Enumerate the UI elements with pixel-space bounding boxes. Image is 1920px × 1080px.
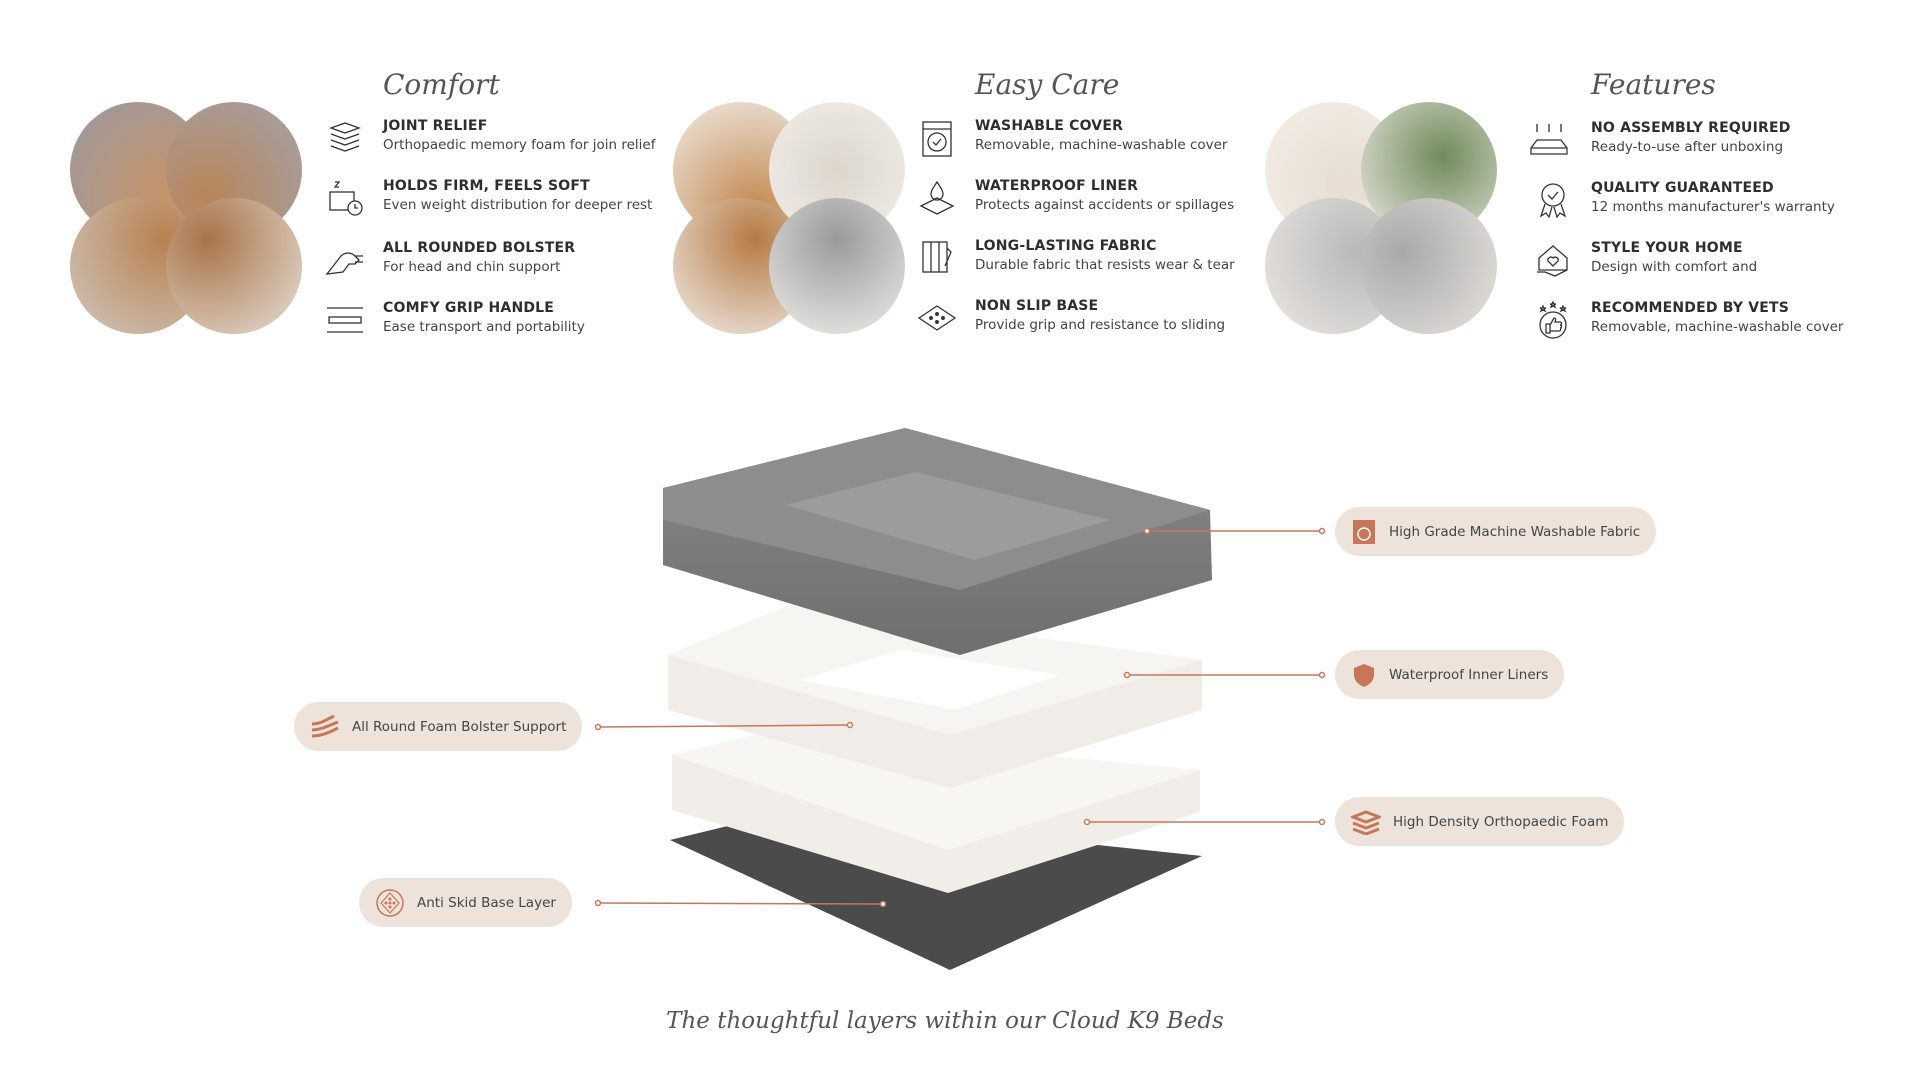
photo-bed-in-living-room <box>1265 102 1497 334</box>
feature-waterproof-liner: WATERPROOF LINER Protects against acciden… <box>919 178 1305 228</box>
feature-desc: Removable, machine-washable cover <box>975 137 1228 153</box>
feature-style-home: STYLE YOUR HOME Design with comfort and <box>1537 240 1920 290</box>
feature-holds-firm: HOLDS FIRM, FEELS SOFT Even weight distri… <box>329 178 713 228</box>
features-title: Features <box>1591 68 1716 101</box>
label-waterproof-liners: Waterproof Inner Liners <box>1335 650 1565 699</box>
non-slip-base-icon <box>917 305 957 331</box>
sleep-pillow-clock-icon <box>329 181 363 216</box>
feature-title: NON SLIP BASE <box>975 298 1099 314</box>
feature-title: WASHABLE COVER <box>975 118 1124 134</box>
feature-long-lasting-fabric: LONG-LASTING FABRIC Durable fabric that r… <box>922 238 1305 288</box>
foam-layers-icon <box>329 122 361 152</box>
feature-title: RECOMMENDED BY VETS <box>1591 300 1790 316</box>
label-text: Anti Skid Base Layer <box>417 894 556 911</box>
feature-desc: Protects against accidents or spillages <box>975 197 1235 213</box>
feature-joint-relief: JOINT RELIEF Orthopaedic memory foam for … <box>329 118 713 168</box>
feature-no-assembly: NO ASSEMBLY REQUIRED Ready-to-use after u… <box>1530 120 1920 170</box>
feature-title: JOINT RELIEF <box>383 118 488 134</box>
thumbs-up-stars-icon <box>1539 300 1567 339</box>
feature-recommended-vets: RECOMMENDED BY VETS Removable, machine-wa… <box>1539 300 1920 350</box>
feature-desc: Orthopaedic memory foam for join relief <box>383 137 656 153</box>
feature-title: NO ASSEMBLY REQUIRED <box>1591 120 1791 136</box>
feature-washable-cover: WASHABLE COVER Removable, machine-washabl… <box>922 118 1305 168</box>
label-machine-washable-fabric: High Grade Machine Washable Fabric <box>1335 507 1657 556</box>
feature-desc: Durable fabric that resists wear & tear <box>975 257 1235 273</box>
anti-skid-icon <box>376 888 404 917</box>
feature-desc: Provide grip and resistance to sliding <box>975 317 1226 333</box>
washing-machine-icon <box>1353 519 1375 544</box>
caption: The thoughtful layers within our Cloud K… <box>666 1008 1224 1034</box>
photo-dog-on-bed <box>70 102 302 334</box>
feature-non-slip-base: NON SLIP BASE Provide grip and resistance… <box>917 298 1305 348</box>
label-text: Waterproof Inner Liners <box>1389 666 1549 683</box>
label-foam-bolster: All Round Foam Bolster Support <box>294 702 583 751</box>
label-text: All Round Foam Bolster Support <box>352 718 567 735</box>
home-heart-icon <box>1537 245 1568 277</box>
water-drop-liner-icon <box>919 180 955 215</box>
feature-desc: Ready-to-use after unboxing <box>1591 139 1784 155</box>
feature-desc: Design with comfort and <box>1591 259 1758 275</box>
label-text: High Density Orthopaedic Foam <box>1393 813 1609 830</box>
easy-care-title: Easy Care <box>975 68 1120 101</box>
feature-desc: For head and chin support <box>383 259 561 275</box>
foam-bolster-icon <box>311 714 339 737</box>
feature-desc: Even weight distribution for deeper rest <box>383 197 653 213</box>
feature-title: STYLE YOUR HOME <box>1591 240 1743 256</box>
feature-rounded-bolster: ALL ROUNDED BOLSTER For head and chin sup… <box>325 240 713 290</box>
label-anti-skid-base: Anti Skid Base Layer <box>359 878 572 927</box>
feature-title: ALL ROUNDED BOLSTER <box>383 240 576 256</box>
shield-icon <box>1354 663 1374 687</box>
feature-title: WATERPROOF LINER <box>975 178 1139 194</box>
feature-title: COMFY GRIP HANDLE <box>383 300 555 316</box>
fabric-swatch-icon <box>922 241 952 273</box>
feature-desc: Ease transport and portability <box>383 319 585 335</box>
washing-machine-icon <box>922 121 952 157</box>
label-orthopaedic-foam: High Density Orthopaedic Foam <box>1335 797 1625 846</box>
photo-dog-sniffing-bolster <box>673 102 905 334</box>
feature-title: QUALITY GUARANTEED <box>1591 180 1774 196</box>
feature-grip-handle: COMFY GRIP HANDLE Ease transport and port… <box>327 300 713 350</box>
feature-desc: Removable, machine-washable cover <box>1591 319 1844 335</box>
label-text: High Grade Machine Washable Fabric <box>1389 523 1641 540</box>
handle-icon <box>327 307 363 333</box>
foam-layers-icon <box>1351 809 1381 835</box>
comfort-title: Comfort <box>383 68 500 101</box>
feature-title: HOLDS FIRM, FEELS SOFT <box>383 178 590 194</box>
bed-arrows-icon <box>1530 124 1568 155</box>
feature-title: LONG-LASTING FABRIC <box>975 238 1157 254</box>
dog-head-rest-icon <box>325 252 363 275</box>
feature-desc: 12 months manufacturer's warranty <box>1591 199 1835 215</box>
quality-badge-icon <box>1539 183 1567 219</box>
feature-quality-guaranteed: QUALITY GUARANTEED 12 months manufacturer… <box>1539 180 1920 230</box>
